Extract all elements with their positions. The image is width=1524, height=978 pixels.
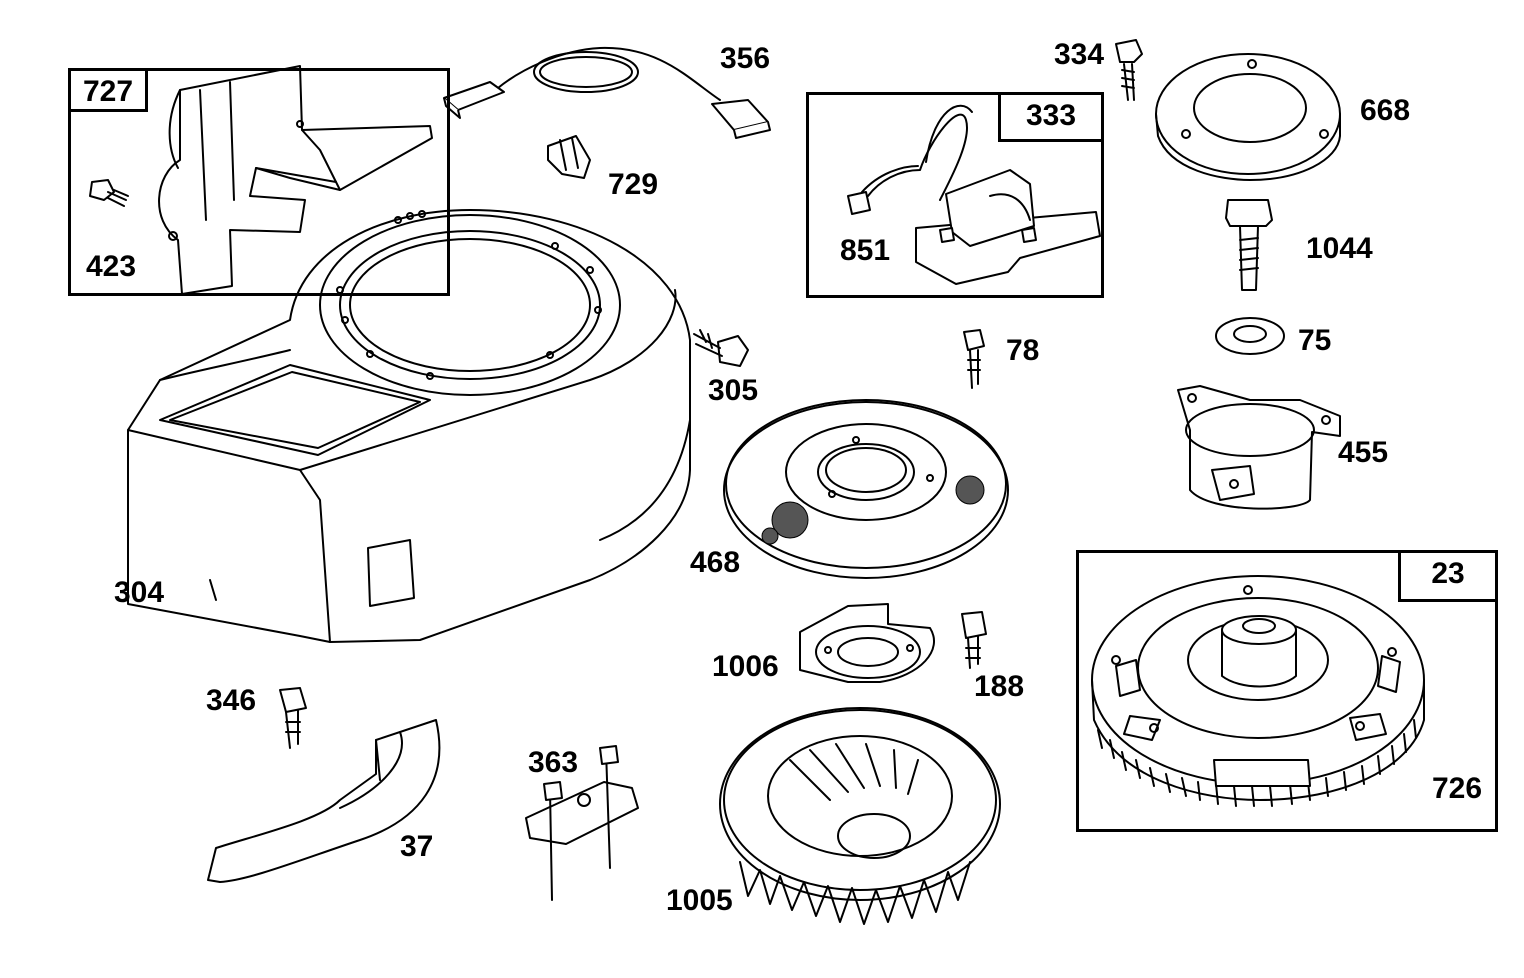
ignition-armature-part-333 xyxy=(847,104,1101,285)
kit-label-23: 23 xyxy=(1398,550,1498,602)
kit-frame-333 xyxy=(806,92,1104,298)
grommet-part-729 xyxy=(547,135,591,179)
air-guide-part-727 xyxy=(158,65,433,295)
fan-part-1005 xyxy=(719,707,1001,925)
rotating-screen-part-468 xyxy=(723,399,1009,579)
part-label-1005: 1005 xyxy=(666,884,733,917)
bolt-part-1044 xyxy=(1225,199,1273,291)
starter-cup-part-1006 xyxy=(799,603,935,683)
part-label-468: 468 xyxy=(690,546,741,579)
screw-part-346 xyxy=(279,687,307,749)
part-label-75: 75 xyxy=(1298,324,1332,357)
wire-harness-part-356 xyxy=(443,46,771,139)
bracket-part-363 xyxy=(525,745,639,901)
kit-frame-23 xyxy=(1076,550,1498,832)
part-label-1044: 1044 xyxy=(1306,232,1373,265)
screw-part-305 xyxy=(693,329,749,367)
screw-part-78 xyxy=(963,329,985,389)
part-label-78: 78 xyxy=(1006,334,1040,367)
screw-part-188 xyxy=(961,611,987,669)
part-label-851: 851 xyxy=(840,234,891,267)
part-label-729: 729 xyxy=(608,168,659,201)
kit-frame-727 xyxy=(68,68,450,296)
screw-part-423 xyxy=(89,179,129,207)
part-label-356: 356 xyxy=(720,42,771,75)
part-label-726: 726 xyxy=(1432,772,1483,805)
blower-housing-part-304 xyxy=(127,209,691,643)
part-label-188: 188 xyxy=(974,670,1025,703)
cup-part-455 xyxy=(1177,385,1341,510)
part-label-346: 346 xyxy=(206,684,257,717)
part-label-455: 455 xyxy=(1338,436,1389,469)
washer-part-75 xyxy=(1215,317,1285,355)
kit-label-333: 333 xyxy=(998,92,1104,142)
part-label-305: 305 xyxy=(708,374,759,407)
part-label-1006: 1006 xyxy=(712,650,779,683)
kit-label-727: 727 xyxy=(68,68,148,112)
screw-part-334 xyxy=(1115,39,1143,101)
part-label-423: 423 xyxy=(86,250,137,283)
air-guide-part-37 xyxy=(207,719,441,883)
part-label-363: 363 xyxy=(528,746,579,779)
part-label-668: 668 xyxy=(1360,94,1411,127)
plate-part-668 xyxy=(1155,53,1341,181)
part-label-334: 334 xyxy=(1054,38,1105,71)
part-label-37: 37 xyxy=(400,830,434,863)
part-label-304: 304 xyxy=(114,576,165,609)
